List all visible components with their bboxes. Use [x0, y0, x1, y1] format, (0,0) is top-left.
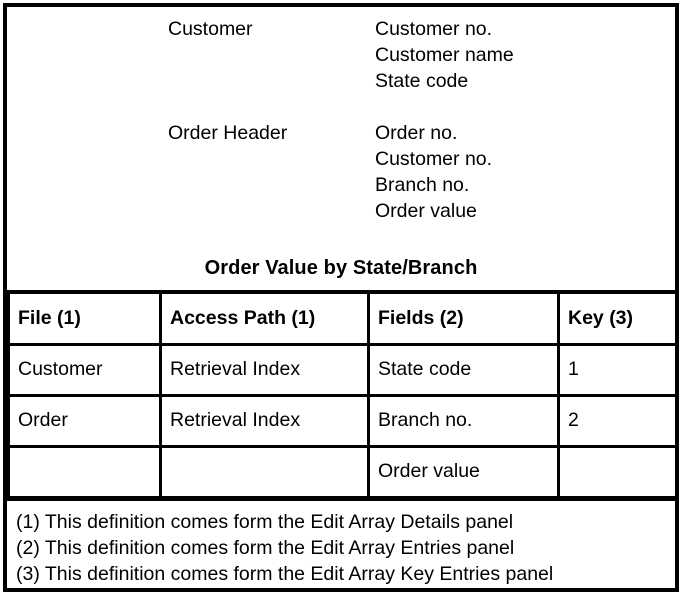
entity-fields-order-header: Order no. Customer no. Branch no. Order …: [375, 120, 492, 224]
entity-fields-customer: Customer no. Customer name State code: [375, 16, 514, 94]
cell-key: 2: [557, 393, 678, 448]
entity-field: Customer no.: [375, 18, 493, 40]
column-header-access-path: Access Path (1): [159, 290, 370, 346]
cell-file: [7, 444, 162, 499]
cell-fields: State code: [367, 342, 560, 397]
figure-title: Order Value by State/Branch: [204, 256, 478, 279]
cell-key: [557, 444, 678, 499]
column-header-file: File (1): [7, 290, 162, 346]
cell-file: Order: [7, 393, 162, 448]
entity-field: Order no.: [375, 122, 458, 144]
entity-field: Order value: [375, 200, 477, 222]
entity-field: State code: [375, 70, 469, 92]
footnote-2: (2) This definition comes form the Edit …: [16, 537, 515, 559]
entity-name-customer: Customer: [168, 18, 253, 40]
cell-fields: Branch no.: [367, 393, 560, 448]
entity-field: Customer name: [375, 44, 514, 66]
footnote-1: (1) This definition comes form the Edit …: [16, 511, 514, 533]
cell-fields: Order value: [367, 444, 560, 499]
access-path-table: File (1) Access Path (1) Fields (2) Key …: [7, 290, 678, 499]
table-body: Customer Retrieval Index State code 1 Or…: [7, 342, 678, 499]
entity-name-order-header: Order Header: [168, 122, 288, 144]
table-row: Customer Retrieval Index State code 1: [7, 342, 678, 397]
entity-field: Customer no.: [375, 148, 493, 170]
figure-outer-border: [3, 3, 679, 592]
cell-access-path: [159, 444, 370, 499]
cell-key: 1: [557, 342, 678, 397]
column-header-fields: Fields (2): [367, 290, 560, 346]
table-row: Order value: [7, 444, 678, 499]
table-row: Order Retrieval Index Branch no. 2: [7, 393, 678, 448]
entity-definition-block: Customer Customer no. Customer name Stat…: [7, 7, 675, 289]
column-header-key: Key (3): [557, 290, 678, 346]
table-header-row: File (1) Access Path (1) Fields (2) Key …: [7, 290, 678, 346]
cell-access-path: Retrieval Index: [159, 393, 370, 448]
footnote-3: (3) This definition comes form the Edit …: [16, 563, 554, 585]
cell-access-path: Retrieval Index: [159, 342, 370, 397]
entity-field: Branch no.: [375, 174, 470, 196]
cell-file: Customer: [7, 342, 162, 397]
table-header: File (1) Access Path (1) Fields (2) Key …: [7, 290, 678, 346]
figure-title-band: Order Value by State/Branch: [7, 248, 675, 288]
footnotes-block: (1) This definition comes form the Edit …: [7, 497, 675, 589]
